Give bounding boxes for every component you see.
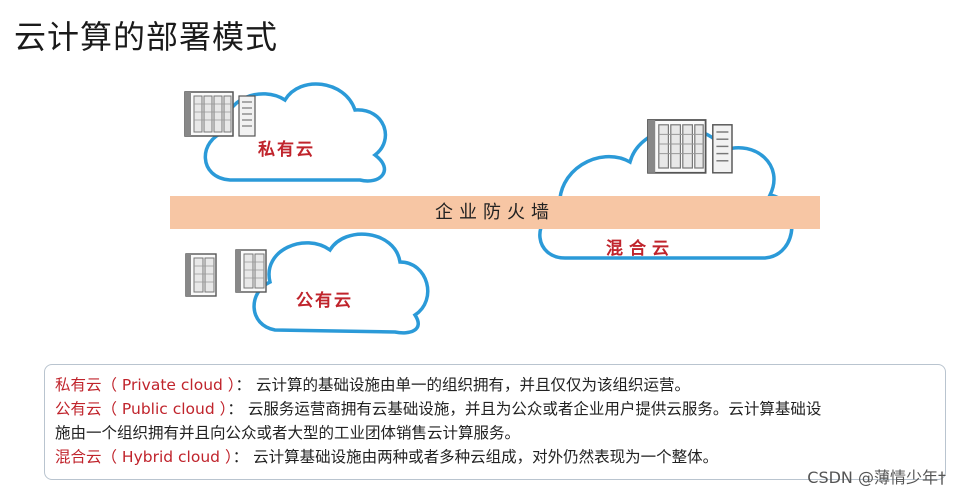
firewall-label: 企业防火墙 [435, 202, 555, 223]
public-cloud-definition: 公有云（ Public cloud ）： 云服务运营商拥有云基础设施，并且为公众… [55, 397, 935, 421]
definition-term: 私有云（ Private cloud ） [55, 376, 236, 394]
public-cloud-icon [252, 232, 430, 335]
definition-text: ： 云计算的基础设施由单一的组织拥有，并且仅仅为该组织运营。 [235, 376, 690, 394]
hybrid-cloud-definition: 混合云（ Hybrid cloud ）： 云计算基础设施由两种或者多种云组成，对… [55, 445, 935, 469]
public-cloud-label: 公有云 [296, 291, 353, 311]
definition-text: ： 云计算基础设施由两种或者多种云组成，对外仍然表现为一个整体。 [232, 448, 719, 466]
public-cloud-definition-continued: 施由一个组织拥有并且向公众或者大型的工业团体销售云计算服务。 [55, 421, 935, 445]
page-title: 云计算的部署模式 [14, 18, 279, 56]
definition-text: 施由一个组织拥有并且向公众或者大型的工业团体销售云计算服务。 [55, 424, 521, 442]
hybrid-cloud-label: 混合云 [606, 239, 675, 259]
definitions-box: 私有云（ Private cloud ）： 云计算的基础设施由单一的组织拥有，并… [44, 364, 946, 480]
definition-text: ： 云服务运营商拥有云基础设施，并且为公众或者企业用户提供云服务。云计算基础设 [227, 400, 822, 418]
enterprise-firewall [170, 196, 820, 229]
private-cloud-definition: 私有云（ Private cloud ）： 云计算的基础设施由单一的组织拥有，并… [55, 373, 935, 397]
watermark: CSDN @薄情少年† [807, 468, 946, 487]
definition-term: 混合云（ Hybrid cloud ） [55, 448, 233, 466]
definition-term: 公有云（ Public cloud ） [55, 400, 228, 418]
private-cloud-label: 私有云 [258, 140, 315, 160]
